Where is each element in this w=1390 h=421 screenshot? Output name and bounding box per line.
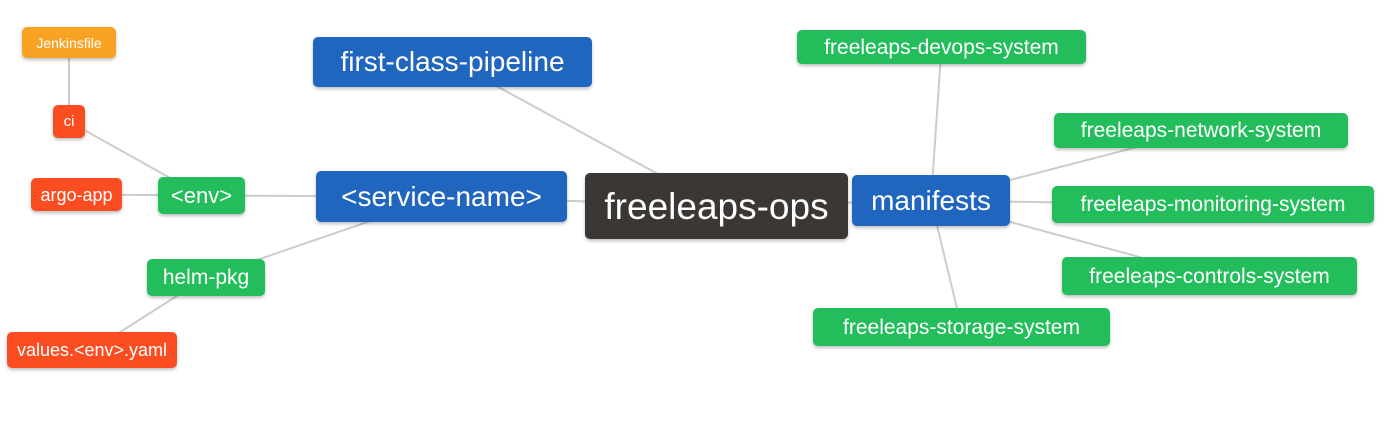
node-freeleaps-ops[interactable]: freeleaps-ops [585, 173, 848, 239]
node-freeleaps-network-system[interactable]: freeleaps-network-system [1054, 113, 1348, 148]
node-freeleaps-monitoring-system[interactable]: freeleaps-monitoring-system [1052, 186, 1374, 223]
node-helm-pkg[interactable]: helm-pkg [147, 259, 265, 296]
node-freeleaps-devops-system[interactable]: freeleaps-devops-system [797, 30, 1086, 64]
node-manifests[interactable]: manifests [852, 175, 1010, 226]
node-freeleaps-storage-system[interactable]: freeleaps-storage-system [813, 308, 1110, 346]
node-values-env-yaml[interactable]: values.<env>.yaml [7, 332, 177, 368]
node-argo-app[interactable]: argo-app [31, 178, 122, 211]
node-ci[interactable]: ci [53, 105, 85, 138]
node-freeleaps-controls-system[interactable]: freeleaps-controls-system [1062, 257, 1357, 295]
node-env[interactable]: <env> [158, 177, 245, 214]
node-jenkinsfile[interactable]: Jenkinsfile [22, 27, 116, 58]
node-first-class-pipeline[interactable]: first-class-pipeline [313, 37, 592, 87]
node-service-name[interactable]: <service-name> [316, 171, 567, 222]
edge-manifests-devops-system [930, 46, 943, 201]
